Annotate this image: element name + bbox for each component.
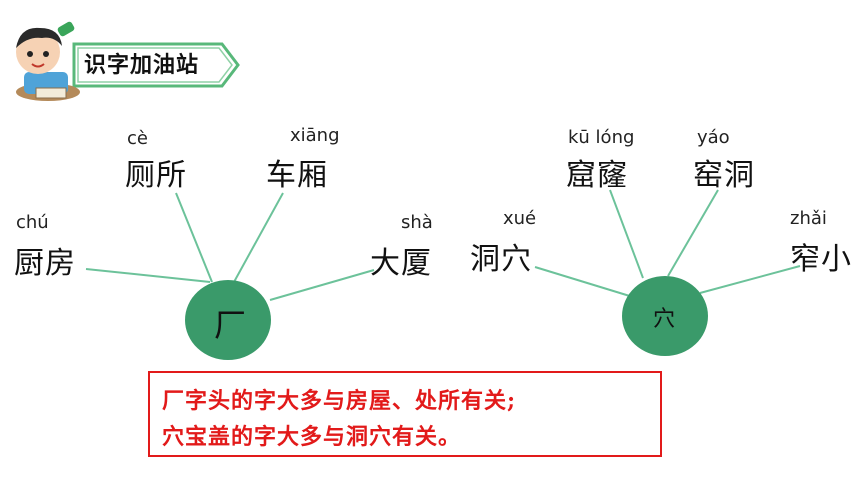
left-radical-char: 厂	[214, 306, 247, 344]
word-cesuo: 厕所	[125, 158, 187, 193]
pinyin-xue: xué	[503, 208, 537, 229]
pinyin-chu: chú	[16, 212, 49, 233]
pinyin-xiang: xiāng	[290, 125, 340, 146]
left-radical-circle	[185, 280, 271, 360]
word-yaodong: 窑洞	[693, 158, 755, 193]
note-line-1: 厂字头的字大多与房屋、处所有关;	[162, 388, 517, 414]
pinyin-zhai: zhǎi	[790, 208, 827, 229]
word-chufang: 厨房	[14, 246, 76, 281]
word-dongxue: 洞穴	[470, 242, 532, 277]
right-radical-char: 穴	[653, 307, 676, 332]
pinyin-kulong: kū lóng	[568, 127, 635, 148]
word-dasha: 大厦	[370, 246, 432, 281]
banner-title: 识字加油站	[84, 53, 200, 78]
pinyin-ce: cè	[127, 128, 148, 149]
pinyin-sha: shà	[401, 212, 433, 233]
note-line-2: 穴宝盖的字大多与洞穴有关。	[162, 424, 462, 450]
boy-reading-illustration	[16, 21, 80, 101]
word-zhaixiao: 窄小	[790, 242, 852, 277]
right-radical-circle	[622, 276, 708, 356]
pinyin-yao: yáo	[697, 127, 730, 148]
title-banner	[72, 42, 240, 88]
word-kulong: 窟窿	[566, 158, 628, 193]
word-chexiang: 车厢	[266, 158, 328, 193]
summary-note-box: 厂字头的字大多与房屋、处所有关; 穴宝盖的字大多与洞穴有关。	[148, 371, 662, 457]
